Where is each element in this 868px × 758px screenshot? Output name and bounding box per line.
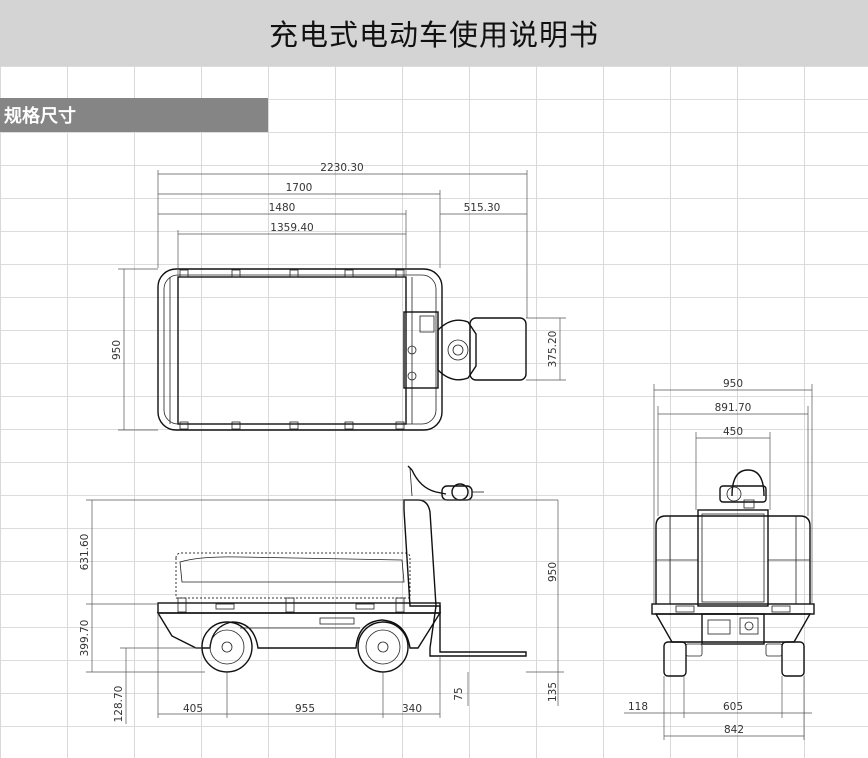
top-view [157,268,527,431]
side-view-rear-wheel [357,621,409,673]
front-view-guard-rail [655,515,811,604]
dim-side-offset: 118 [628,701,648,713]
dim-inner-deck-length: 1359.40 [270,222,313,234]
front-view-tiller-loop [731,469,765,497]
dim-body-length: 1700 [286,182,313,194]
side-view-deck [157,602,441,614]
front-view-console [697,509,769,607]
dim-wheelbase: 955 [295,703,315,715]
dim-rear-overhang: 340 [402,703,422,715]
front-view-bumper [654,613,812,643]
dim-front-handle-width: 450 [723,426,743,438]
top-view-tiller [437,319,477,381]
page-title: 充电式电动车使用说明书 [268,18,599,52]
dim-wheel-width-total: 842 [724,724,744,736]
dim-deck-height-total: 631.60 [79,534,91,571]
side-view-dimensions: 631.60 399.70 128.70 950 135 75 405 955 … [79,499,564,724]
front-view [651,469,815,677]
top-view-body-outline [157,268,443,431]
front-view-control-panel [701,613,765,645]
front-view-dimensions: 950 891.70 450 118 605 842 [624,378,813,740]
dim-deck-height: 399.70 [79,620,91,657]
top-view-body-inner [163,274,437,425]
side-view-tiller [407,465,447,495]
top-view-dimensions: 2230.30 1700 1480 515.30 1359.40 950 375… [111,162,566,431]
dim-front-body-width: 891.70 [715,402,752,414]
section-header: 规格尺寸 [0,98,268,132]
top-view-deck [177,276,407,425]
side-view-steering-column [403,499,437,607]
side-view-chassis [156,612,442,649]
dim-axle-height: 128.70 [113,686,125,723]
side-view [156,465,527,673]
side-view-cargo-outline [175,552,411,599]
side-view-tow-bar [429,605,527,657]
dim-front-overall-width: 950 [723,378,743,390]
dim-handle-width: 375.20 [547,331,559,368]
dim-deck-length: 1480 [269,202,296,214]
dim-handle-offset: 515.30 [464,202,501,214]
front-view-right-wheel [781,641,805,677]
dim-tow-offset: 75 [453,687,465,700]
title-bar: 充电式电动车使用说明书 [0,0,868,66]
top-view-handle-grip [469,317,527,381]
dim-front-overhang: 405 [183,703,203,715]
top-view-steering-base [403,311,439,389]
dim-overall-length: 2230.30 [320,162,363,174]
front-view-left-wheel [663,641,687,677]
dim-width: 950 [111,340,123,360]
dim-track-width: 605 [723,701,743,713]
dim-handle-height: 950 [547,562,559,582]
section-title: 规格尺寸 [4,106,76,127]
dim-ground-clearance: 135 [547,682,559,702]
